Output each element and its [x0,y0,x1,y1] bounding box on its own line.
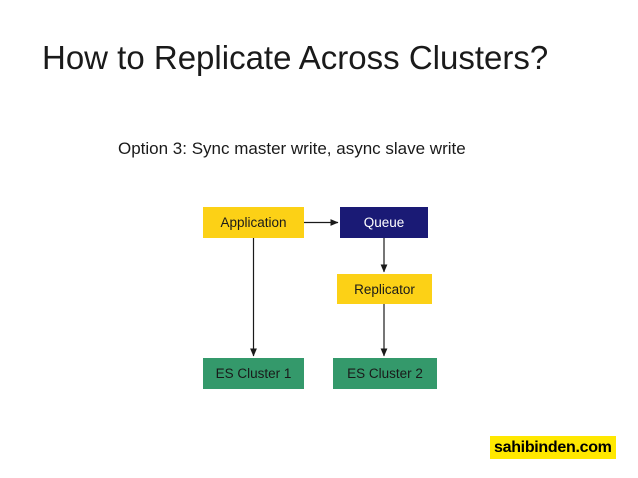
diagram-node-es-cluster-1[interactable]: ES Cluster 1 [203,358,304,389]
diagram-node-replicator[interactable]: Replicator [337,274,432,304]
slide-subtitle: Option 3: Sync master write, async slave… [118,139,466,158]
page-title: How to Replicate Across Clusters? [42,39,549,76]
brand-logo: sahibinden.com [490,436,616,459]
brand-logo-text: sahibinden.com [494,438,612,456]
diagram-node-queue[interactable]: Queue [340,207,428,238]
diagram-node-es-cluster-2[interactable]: ES Cluster 2 [333,358,437,389]
diagram-node-application[interactable]: Application [203,207,304,238]
